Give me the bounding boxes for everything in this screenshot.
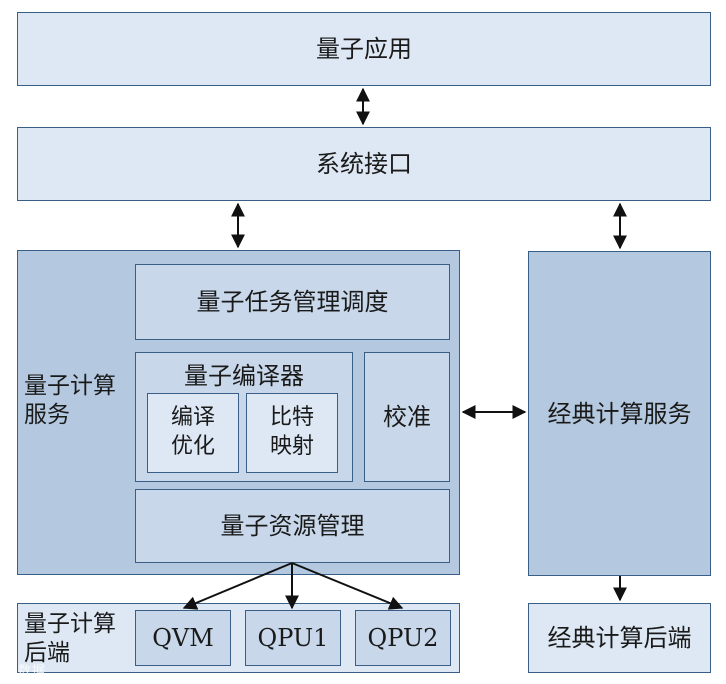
classical-service-label: 经典计算服务 bbox=[547, 399, 692, 428]
qvm-label: QVM bbox=[152, 624, 214, 652]
arrow-resource-qpu2 bbox=[291, 562, 404, 610]
system-interface-box: 系统接口 bbox=[17, 127, 711, 201]
qvm-box: QVM bbox=[135, 610, 231, 666]
quantum-backend-label-line2: 后端 bbox=[24, 639, 70, 666]
compile-optimize-line2: 优化 bbox=[170, 434, 215, 459]
classical-backend-label: 经典计算后端 bbox=[547, 624, 692, 652]
qpu1-label: QPU1 bbox=[257, 624, 329, 652]
quantum-backend-label-line1: 量子计算 bbox=[24, 611, 116, 637]
classical-service-box: 经典计算服务 bbox=[528, 251, 711, 576]
qubit-mapping-line1: 比特 bbox=[269, 405, 314, 431]
classical-backend-box: 经典计算后端 bbox=[528, 603, 711, 673]
quantum-application-label: 量子应用 bbox=[316, 35, 412, 63]
task-scheduling-box: 量子任务管理调度 bbox=[135, 264, 450, 340]
compiler-title: 量子编译器 bbox=[184, 362, 304, 390]
compile-optimize-box: 编译 优化 bbox=[147, 393, 239, 473]
watermark: 大数据 bbox=[4, 664, 47, 679]
compile-optimize-line1: 编译 bbox=[170, 405, 215, 431]
qubit-mapping-line2: 映射 bbox=[269, 434, 314, 459]
qpu2-box: QPU2 bbox=[355, 610, 451, 666]
resource-management-box: 量子资源管理 bbox=[135, 489, 450, 563]
qpu1-box: QPU1 bbox=[245, 610, 341, 666]
quantum-service-label: 量子计算 服务 bbox=[24, 372, 116, 430]
quantum-application-box: 量子应用 bbox=[17, 12, 711, 86]
arrow-resource-qvm bbox=[182, 562, 293, 610]
qpu2-label: QPU2 bbox=[367, 624, 439, 652]
quantum-service-label-line1: 量子计算 bbox=[24, 373, 116, 399]
quantum-backend-label: 量子计算 后端 bbox=[24, 610, 116, 668]
quantum-service-label-line2: 服务 bbox=[24, 401, 70, 428]
system-interface-label: 系统接口 bbox=[316, 150, 412, 178]
qubit-mapping-box: 比特 映射 bbox=[246, 393, 338, 473]
resource-management-label: 量子资源管理 bbox=[220, 512, 365, 540]
task-scheduling-label: 量子任务管理调度 bbox=[196, 288, 389, 316]
calibration-box: 校准 bbox=[364, 352, 450, 482]
calibration-label: 校准 bbox=[383, 403, 431, 431]
